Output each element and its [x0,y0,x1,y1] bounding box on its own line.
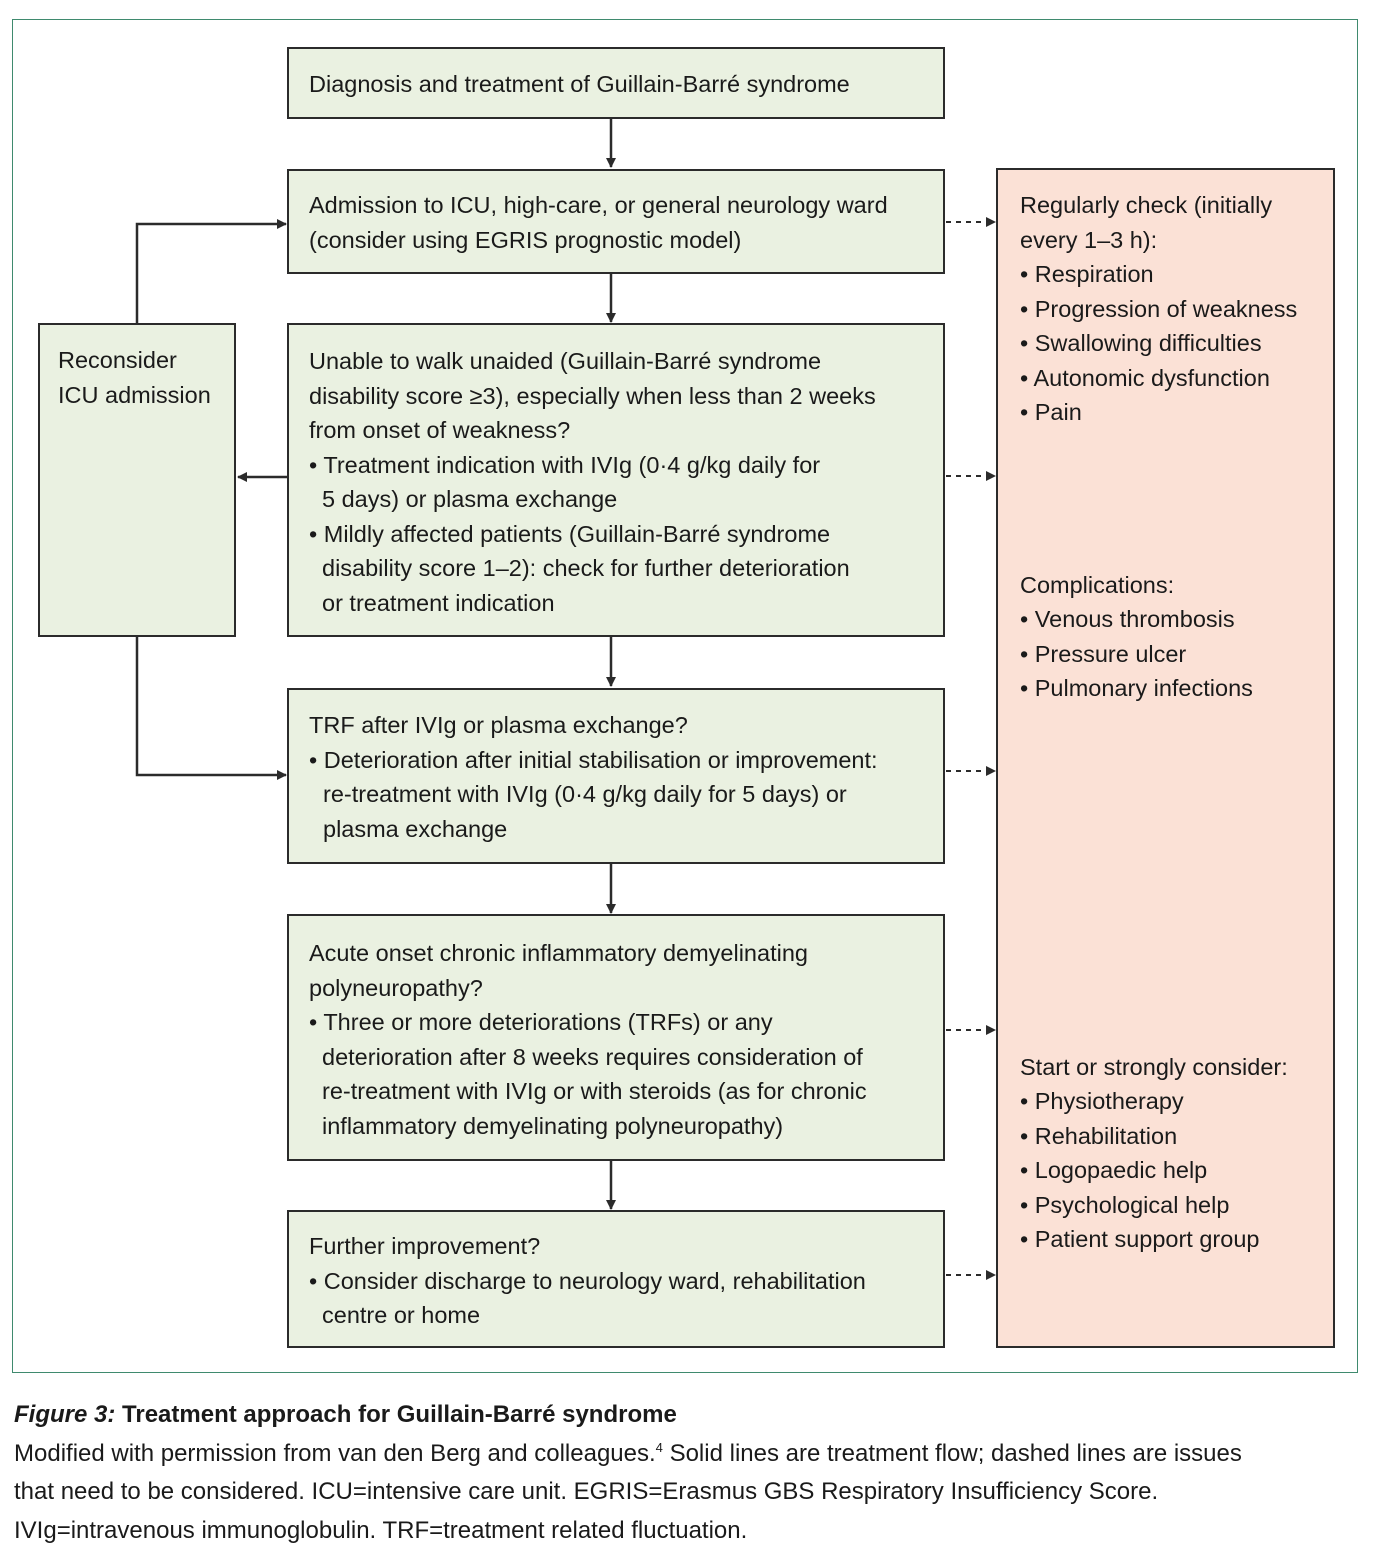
caption-line-1-text: Modified with permission from van den Be… [14,1439,656,1467]
complication-item: • Pressure ulcer [1020,640,1187,667]
unable-walk-box: Unable to walk unaided (Guillain-Barré s… [287,323,945,637]
treatment-bullet-line-1: • Treatment indication with IVIg (0·4 g/… [309,451,821,478]
check-item: • Respiration [1020,261,1154,287]
mild-bullet-line-2: disability score 1–2): check for further… [322,555,850,581]
consider-heading: Start or strongly consider: [1020,1053,1288,1080]
admission-box: Admission to ICU, high-care, or general … [287,169,945,274]
treatment-bullet-line-2: 5 days) or plasma exchange [322,486,618,512]
complication-item: • Pulmonary infections [1020,675,1253,701]
further-improvement-box: Further improvement? • Consider discharg… [287,1210,945,1348]
flow-arrow-reconsider-trf [135,636,287,780]
acute-cidp-box: Acute onset chronic inflammatory demyeli… [287,914,945,1161]
consider-item: • Psychological help [1020,1191,1230,1218]
admission-line-2: (consider using EGRIS prognostic model) [309,226,742,253]
complications-section: Complications: • Venous thrombosis • Pre… [1020,568,1319,706]
further-title: Further improvement? [309,1233,541,1259]
mild-bullet-line-3: or treatment indication [322,589,555,616]
flow-arrow-reconsider-admission [135,219,287,324]
figure-caption: Figure 3: Treatment approach for Guillai… [14,1396,1364,1550]
check-heading-1: Regularly check (initially [1020,192,1273,218]
trf-bullet-line-1: • Deterioration after initial stabilisat… [309,746,878,773]
unable-walk-line-3: from onset of weakness? [309,417,571,443]
further-bullet-line-1: • Consider discharge to neurology ward, … [309,1267,866,1294]
acute-cidp-line-1: Acute onset chronic inflammatory demyeli… [309,940,808,966]
regular-check-section: Regularly check (initially every 1–3 h):… [1020,188,1319,430]
considerations-panel: Regularly check (initially every 1–3 h):… [996,168,1335,1348]
diagnosis-title: Diagnosis and treatment of Guillain-Barr… [309,71,850,97]
caption-line-1: Modified with permission from van den Be… [14,1435,1364,1474]
consider-section: Start or strongly consider: • Physiother… [1020,1050,1319,1257]
trf-bullet-line-2: re-treatment with IVIg (0·4 g/kg daily f… [323,781,847,807]
reconsider-line-1: Reconsider [58,347,177,373]
unable-walk-line-1: Unable to walk unaided (Guillain-Barré s… [309,348,822,374]
caption-line-3: IVIg=intravenous immunoglobulin. TRF=tre… [14,1516,748,1544]
trf-title: TRF after IVIg or plasma exchange? [309,712,688,738]
admission-line-1: Admission to ICU, high-care, or general … [309,192,888,218]
consider-item: • Logopaedic help [1020,1157,1208,1183]
complications-heading: Complications: [1020,571,1175,598]
consider-item: • Rehabilitation [1020,1122,1178,1149]
consider-item: • Patient support group [1020,1226,1260,1252]
reconsider-box: Reconsider ICU admission [38,323,236,637]
cidp-bullet-line-1: • Three or more deteriorations (TRFs) or… [309,1009,773,1035]
check-item: • Progression of weakness [1020,295,1298,322]
cidp-bullet-line-2: deterioration after 8 weeks requires con… [322,1043,863,1070]
caption-line-1-rest: Solid lines are treatment flow; dashed l… [662,1439,1242,1467]
check-item: • Swallowing difficulties [1020,330,1262,356]
cidp-bullet-line-3: re-treatment with IVIg or with steroids … [322,1078,867,1104]
caption-title: Treatment approach for Guillain-Barré sy… [122,1401,677,1428]
mild-bullet-line-1: • Mildly affected patients (Guillain-Bar… [309,520,831,547]
caption-title-row: Figure 3: Treatment approach for Guillai… [14,1396,1364,1435]
consider-item: • Physiotherapy [1020,1088,1184,1114]
reconsider-line-2: ICU admission [58,381,211,408]
figure-label: Figure 3: [14,1401,116,1428]
diagnosis-box: Diagnosis and treatment of Guillain-Barr… [287,47,945,119]
check-item: • Autonomic dysfunction [1020,364,1270,391]
trf-box: TRF after IVIg or plasma exchange? • Det… [287,688,945,864]
acute-cidp-line-2: polyneuropathy? [309,974,483,1001]
unable-walk-line-2: disability score ≥3), especially when le… [309,382,876,409]
caption-line-2: that need to be considered. ICU=intensiv… [14,1478,1159,1505]
check-heading-2: every 1–3 h): [1020,226,1158,253]
complication-item: • Venous thrombosis [1020,606,1235,632]
further-bullet-line-2: centre or home [322,1302,481,1328]
trf-bullet-line-3: plasma exchange [323,815,508,842]
cidp-bullet-line-4: inflammatory demyelinating polyneuropath… [322,1112,784,1139]
check-item: • Pain [1020,399,1082,425]
figure-frame [12,19,1358,1373]
reference-superscript: 4 [655,1439,663,1455]
